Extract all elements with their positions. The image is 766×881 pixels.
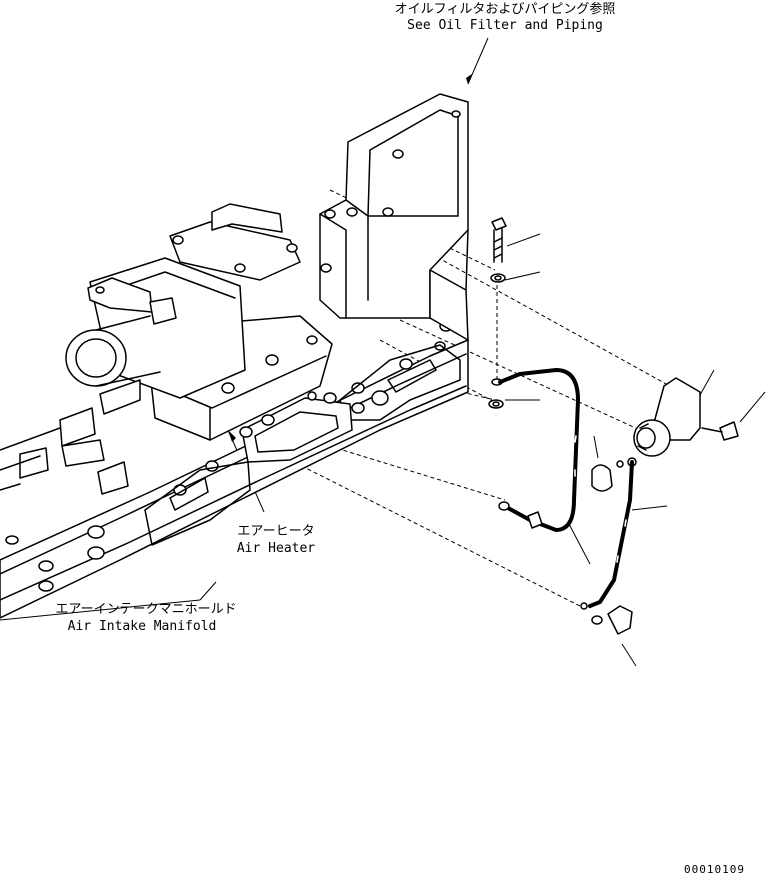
- terminal-caps: [580, 464, 633, 635]
- manifold-label-jp: エアーインテークマニホールド: [55, 602, 237, 617]
- relay-bolt: [719, 421, 739, 441]
- leader-cable-left: [568, 523, 591, 565]
- cable-right: [588, 460, 634, 608]
- figure-number: 00010109: [684, 863, 745, 876]
- washer-bottom: [488, 399, 504, 409]
- mounting-bracket: [319, 93, 469, 341]
- intake-housing: [65, 203, 333, 441]
- leader-cap-lower: [621, 643, 637, 667]
- air-heater: [239, 391, 353, 463]
- leader-bolt: [506, 233, 541, 247]
- leader-manifold: [199, 581, 217, 601]
- air-heater-label-jp: エアーヒータ: [237, 524, 315, 539]
- leader-cable-right: [631, 505, 668, 511]
- manifold-label-en: Air Intake Manifold: [67, 619, 217, 634]
- leader-relay-bolt: [739, 391, 766, 423]
- oil-filter-label-jp: オイルフィルタおよびパイピング参照: [394, 2, 616, 17]
- cable-left: [498, 367, 581, 533]
- cap-lower: [607, 605, 633, 635]
- air-heater-label-en: Air Heater: [236, 541, 316, 556]
- leader-cap-upper: [593, 435, 599, 459]
- heater-relay: [616, 377, 739, 468]
- manifold-bosses: [5, 320, 453, 592]
- leader-oil-filter: [467, 37, 489, 85]
- oil-filter-label-en: See Oil Filter and Piping: [407, 18, 603, 33]
- cap-upper: [591, 464, 613, 492]
- washer-top: [490, 273, 506, 283]
- leader-washer-top: [504, 271, 541, 281]
- left-brackets: [0, 379, 141, 495]
